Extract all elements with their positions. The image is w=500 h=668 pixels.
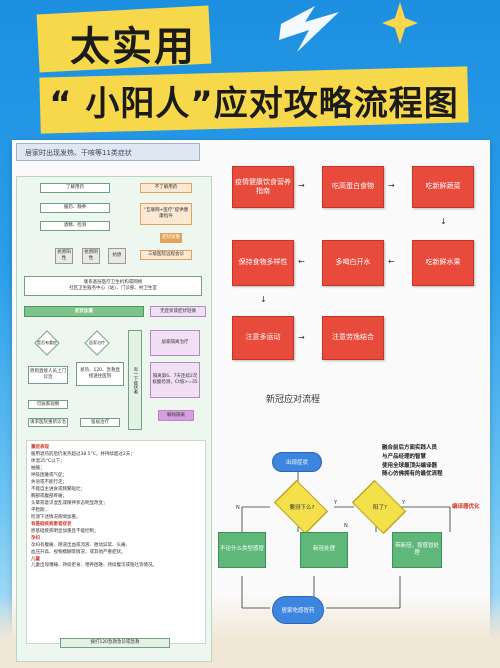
note-line: 融合前后方面实践人员 [382,445,438,451]
arrow-down-icon: ↓ [440,217,447,226]
covid-handle-node: 新冠处理 [300,532,348,568]
food-variety-node: 保持食物多样性 [232,240,294,286]
severe-line: 平稳期... [31,507,49,513]
severe-line: 不能自主进食或频繁呕吐； [31,486,85,492]
pregnant-line: 血压升高、视物模糊等情况，或其他严重症状。 [31,549,126,555]
antigen-negative-box: 抗原阴性 [82,248,100,264]
page-title: 太实用 [70,24,196,70]
note-line: 随心仿佛拥有的最优流程 [382,471,443,478]
severe-line: 检测下述情况病情加重。 [31,514,81,520]
page-subtitle: “ 小阳人”应对攻略流程图 [49,84,459,124]
covid-as-cold-node: 带新冠，按感冒处理 [392,532,442,568]
pregnant-line: 孕妇有腹痛、阴道出血或流液、胎动异常、头痛、 [31,542,130,548]
severe-decision-label: 是否有重症 [37,340,57,345]
diet-guide-node: 疫情健康饮食营养指南 [232,166,294,208]
exercise-node: 注意多运动 [232,316,294,360]
release-isolation-box: 解除隔离 [158,410,194,421]
emergency-120-box: 发热、120、急救直接送往医院 [76,362,124,386]
child-section-title: 儿童 [31,556,40,562]
rest-balance-node: 注意劳逸结合 [322,316,384,360]
left-panel-header: 居家时出现发热、干咳等11类症状 [16,143,200,161]
stay-treatment-box: 留居治疗 [80,418,120,427]
compiler-note: 编译器优化 [452,504,480,510]
treatment-flow-title: 新冠应对流程 [266,395,321,405]
severe-line: 失语或不能行走； [31,479,67,485]
symptom-start-node: 出现症状 [272,452,322,472]
vegetable-node: 吃新鲜蔬菜 [412,166,474,208]
severe-line: 服用退热药后仍发热超过38.5°C，并持续超过2天； [31,451,135,457]
severe-section-title: 重症表现 [31,445,49,450]
observe-note-box: 有一下症状者 [128,330,142,430]
note-line: 使用全球最顶尖编译器 [382,462,438,469]
severe-line: 抽搐； [31,465,45,471]
take-medicine-box: 服药、静养 [40,203,110,213]
test-box: 酒精、检测 [40,221,110,231]
chronic-line: 原基础疾病明显加重且不能控制； [31,528,99,534]
doctor-visit-box: 原则直接人员上门诊治 [28,366,68,384]
protein-node: 吃高蛋白食物 [322,166,384,208]
arrow-left-icon: ← [298,257,305,266]
arrow-right-icon: → [298,181,305,190]
arrow-down-icon: ↓ [260,295,267,304]
pregnant-section-title: 孕妇 [31,535,40,541]
severe-line: 头晕或意识混乱或精神状态明显改变； [31,500,108,506]
symptom-worse-bar: 症状加重 [24,306,144,317]
home-isolation-box: 居家隔离治疗 [150,330,200,356]
home-observe-box: 可居家观察 [28,400,68,409]
antigen-positive-box: 抗原阳性 [55,248,73,264]
chronic-section-title: 有基础疾病患者症状 [31,521,72,527]
no-label-2: N [344,523,348,529]
mild-symptom-bar: 无症状或症状轻微 [150,306,206,317]
unknown-medicine-box: 不了解用药 [140,183,192,193]
no-label: N [236,505,240,511]
severe-line: 体温35°C以下； [31,458,65,464]
fruit-node: 吃新鲜水果 [412,240,474,286]
home-medicine-node: 居家吃感冒药 [272,596,324,624]
know-medicine-box: 了解用药 [40,183,110,193]
arrow-left-icon: ← [388,257,395,266]
flow-notes: 融合前后方面实践人员 与产品经理的智慧 使用全球最顶尖编译器 随心仿佛拥有的最优… [382,444,443,479]
arrow-right-icon: → [298,333,305,342]
water-node: 多喝白开水 [322,240,384,286]
severe-line: 呼吸困难或气促； [31,472,67,478]
hotline-box: 拨打120急救急诊或急救 [60,638,170,648]
internet-medical-box: “互联网+医疗”提供健康指导 [140,203,192,225]
request-hospital-box: 请求医院重新诊治 [28,418,68,427]
remote-consult-box: 三级医院远程会诊 [140,250,192,260]
arrow-right-icon: → [388,181,395,190]
test-decision-label: 要测下么? [289,505,315,511]
symptom-worse-tag: 症状加重 [160,233,182,243]
isolation-test-box: 隔离第6、7天连续2次核酸检测，Ct值>=35 [150,362,200,398]
positive-decision-label: 阳了? [373,505,387,511]
sparkle-star-icon [382,2,418,44]
lightning-star-icon [279,6,339,52]
note-line: 与产品经理的智慧 [382,453,427,460]
severe-symptom-panel: 重症表现 服用退热药后仍发热超过38.5°C，并持续超过2天； 体温35°C以下… [26,440,206,644]
child-line: 儿童出现嗜睡、持续拒食、喂养困难、持续腹泻或呕吐等情况。 [31,563,157,569]
severe-line: 胸部或腹部疼痛； [31,493,67,499]
antigen-negative-box-2: 抗原 [108,248,126,264]
yes-label: Y [334,500,338,506]
yes-label-2: Y [402,500,406,506]
community-contact-box: 联系基层医疗卫生机构或网格 社区卫生服务中心（站）、门诊部、村卫生室 [24,276,202,296]
any-cold-node: 不论什么类型感冒 [218,532,266,568]
home-treatment-label: 居家治疗 [89,340,105,345]
